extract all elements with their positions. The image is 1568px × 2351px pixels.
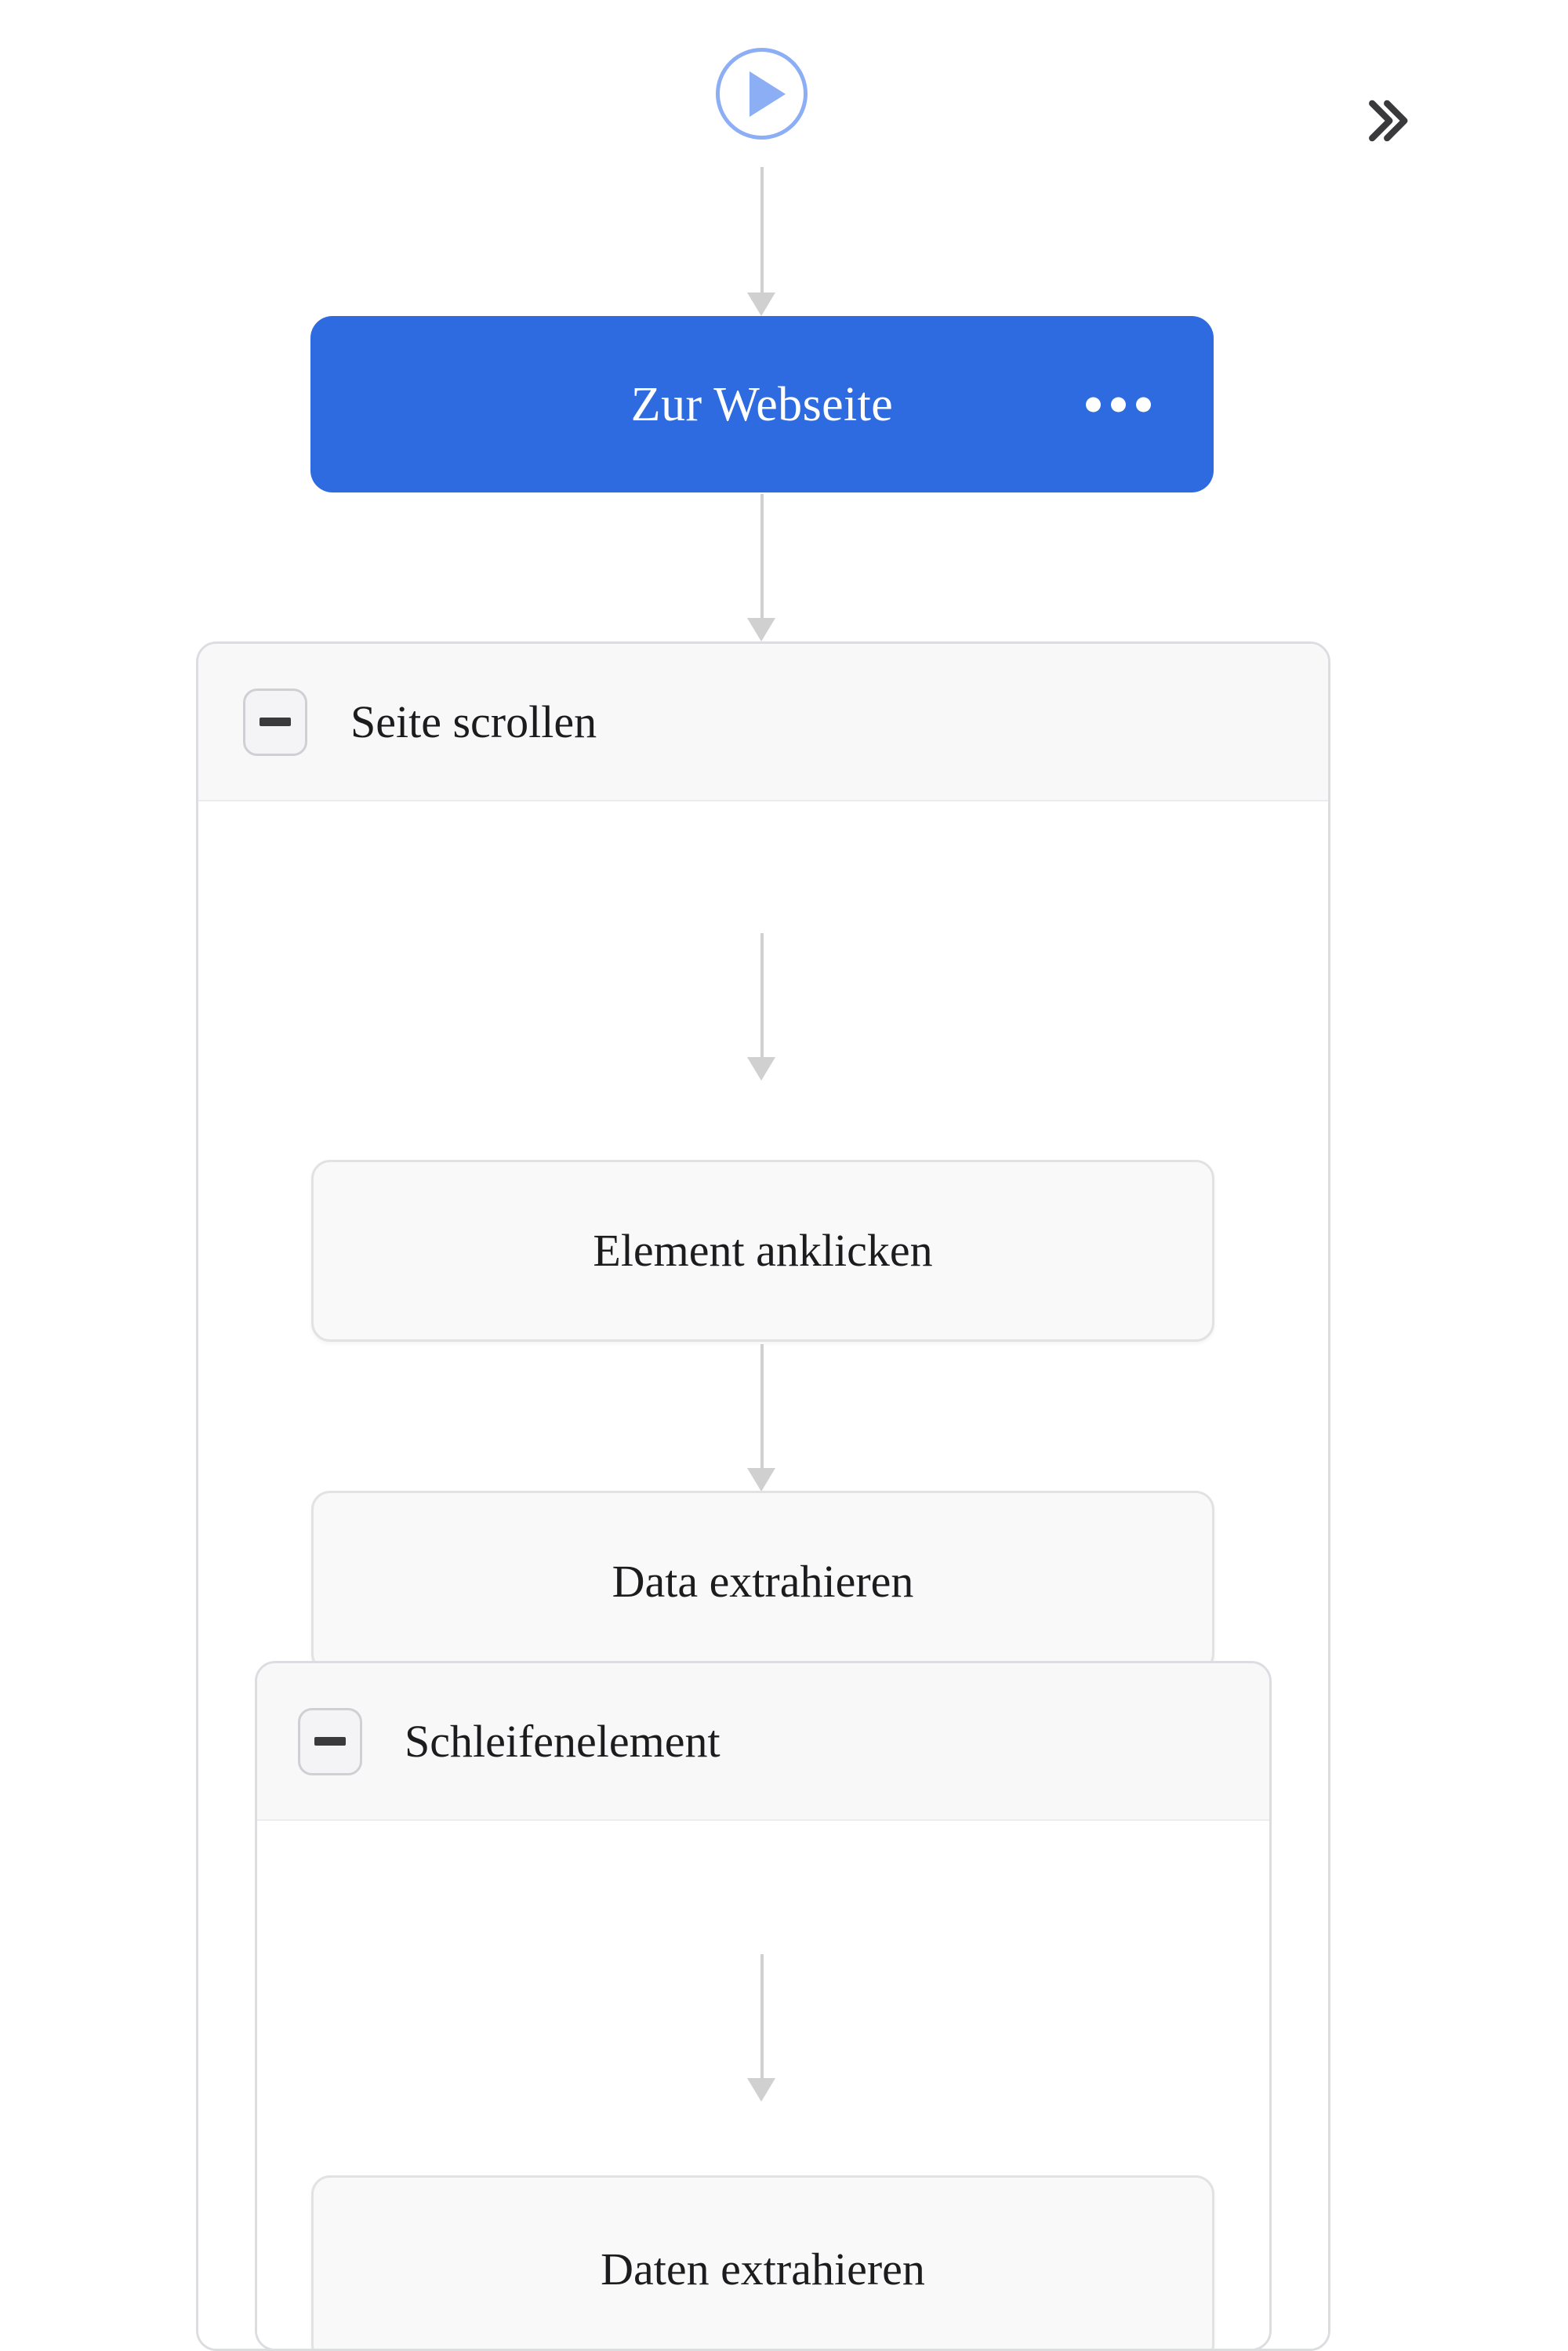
connector-arrow <box>738 167 785 316</box>
step-extract-data-loop[interactable]: Daten extrahieren <box>311 2175 1214 2349</box>
play-circle-icon[interactable] <box>716 48 808 140</box>
connector-arrow <box>738 494 785 643</box>
chevron-double-right-icon[interactable] <box>1347 83 1422 158</box>
minus-glyph <box>314 1737 346 1746</box>
minus-icon[interactable] <box>243 688 307 756</box>
group-scroll-page-title: Seite scrollen <box>350 696 597 747</box>
group-loop-element-body: Daten extrahieren <box>257 1821 1269 2349</box>
step-click-element[interactable]: Element anklicken <box>311 1160 1214 1342</box>
connector-arrow <box>738 933 785 1082</box>
step-open-website[interactable]: Zur Webseite <box>310 316 1214 492</box>
step-extract-data-outer-label: Data extrahieren <box>612 1556 914 1607</box>
step-extract-data-loop-label: Daten extrahieren <box>601 2244 925 2295</box>
group-loop-element-title: Schleifenelement <box>405 1715 720 1767</box>
minus-icon[interactable] <box>298 1707 362 1775</box>
step-click-element-label: Element anklicken <box>593 1225 933 1276</box>
connector-arrow <box>738 1954 785 2103</box>
group-scroll-page-header[interactable]: Seite scrollen <box>198 644 1328 801</box>
play-triangle-icon <box>749 71 786 117</box>
group-loop-element-header[interactable]: Schleifenelement <box>257 1663 1269 1821</box>
group-loop-element[interactable]: Schleifenelement Daten extrahieren <box>255 1661 1272 2351</box>
minus-glyph <box>260 718 291 726</box>
step-open-website-label: Zur Webseite <box>630 377 894 431</box>
ellipsis-horizontal-icon[interactable] <box>1086 397 1151 412</box>
connector-arrow <box>738 1344 785 1493</box>
step-extract-data-outer[interactable]: Data extrahieren <box>311 1491 1214 1673</box>
